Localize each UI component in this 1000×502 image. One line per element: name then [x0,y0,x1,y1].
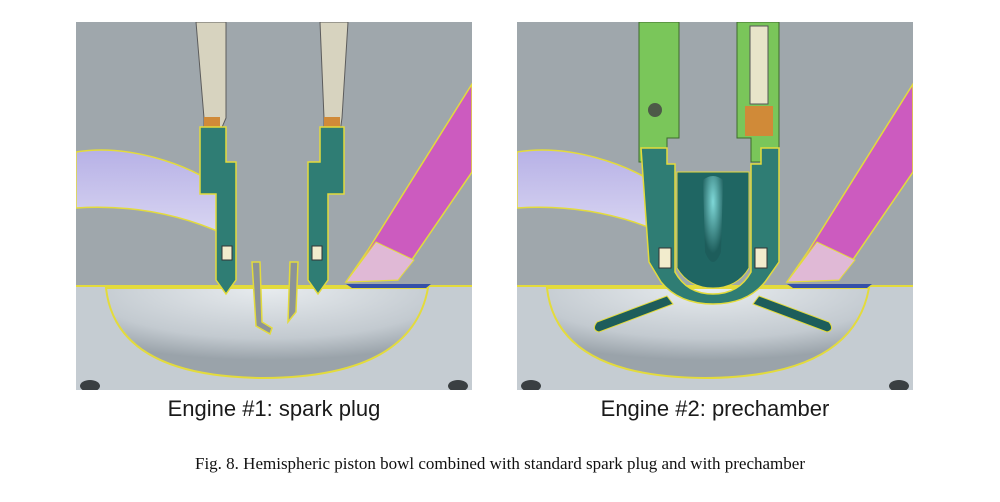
engine-1-cross-section [76,22,472,390]
spark-plug [195,22,349,336]
prechamber-diagram [517,22,913,390]
prechamber [638,22,780,305]
panel-label-engine-2: Engine #2: prechamber [600,396,830,421]
engine-2-cross-section [517,22,913,390]
prechamber-nozzle [703,176,723,262]
injector [785,82,913,283]
panel-label-engine-1: Engine #1: spark plug [167,396,381,421]
squish-gap [787,284,872,288]
left-jet [593,295,674,333]
injector [344,82,472,283]
spark-plug-diagram [76,22,472,390]
squish-gap [346,284,431,288]
right-jet [752,295,833,333]
figure-caption: Fig. 8. Hemispheric piston bowl combined… [195,454,805,473]
